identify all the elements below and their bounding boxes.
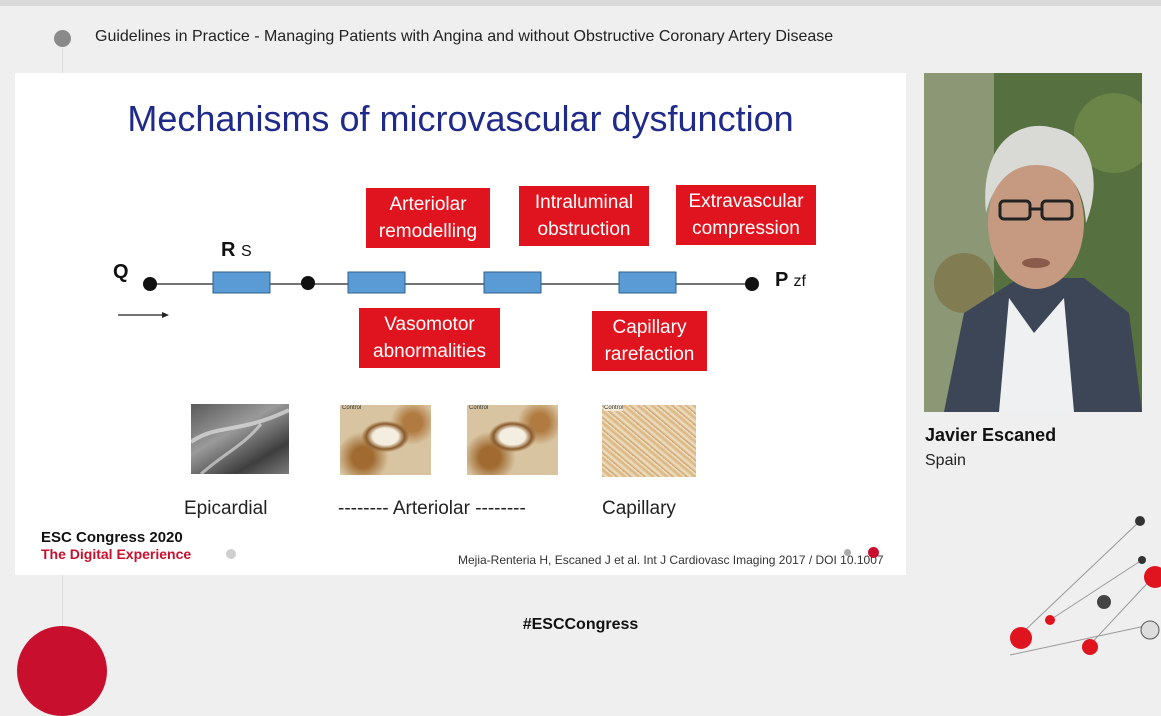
box-line: abnormalities [373, 341, 486, 362]
speaker-name: Javier Escaned [925, 425, 1057, 445]
resistance-label: R S [221, 239, 252, 262]
control-label: Control [469, 405, 489, 411]
pressure-symbol: P [775, 269, 788, 291]
flow-arrow-head [162, 312, 169, 318]
pressure-label: P zf [775, 269, 806, 292]
resistance-subscript: S [241, 243, 252, 260]
presentation-slide: Mechanisms of microvascular dysfunction … [15, 73, 906, 575]
arteriolar-histology-image-2: Control [467, 405, 558, 475]
node-middle [301, 276, 315, 290]
box-extravascular-compression: Extravascular compression [676, 185, 816, 245]
slide-dot-red [868, 547, 879, 558]
flow-label: Q [113, 261, 129, 283]
caption-arteriolar: -------- Arteriolar -------- [338, 498, 526, 519]
speaker-portrait [924, 73, 1142, 412]
box-arteriolar-remodelling: Arteriolar remodelling [366, 188, 490, 248]
resistance-symbol: R [221, 239, 236, 261]
slide-dot-grey [226, 549, 236, 559]
resistor-arteriolar [347, 271, 406, 294]
box-vasomotor-abnormalities: Vasomotor abnormalities [359, 308, 500, 368]
arteriolar-histology-image-1: Control [340, 405, 431, 475]
angiogram-image [191, 404, 289, 474]
logo-line-2: The Digital Experience [41, 546, 192, 562]
resistor-epicardial [212, 271, 271, 294]
speaker-video [924, 73, 1142, 412]
resistor-intraluminal [483, 271, 542, 294]
vascular-circuit-diagram [118, 271, 759, 318]
speaker-country: Spain [925, 452, 966, 469]
box-line: Intraluminal [534, 192, 634, 213]
decorative-network-graphic [1009, 516, 1161, 656]
box-line: Vasomotor [384, 314, 475, 335]
slide-dot-small [844, 549, 851, 556]
box-line: Capillary [612, 317, 687, 338]
hashtag: #ESCCongress [522, 616, 639, 633]
box-line: compression [692, 218, 800, 239]
caption-epicardial: Epicardial [184, 498, 268, 519]
box-line: remodelling [378, 221, 478, 242]
box-line: Extravascular [688, 191, 804, 212]
caption-capillary: Capillary [602, 498, 676, 519]
node-left [143, 277, 157, 291]
box-line: rarefaction [604, 344, 695, 365]
node-right [745, 277, 759, 291]
box-capillary-rarefaction: Capillary rarefaction [592, 311, 707, 371]
box-intraluminal-obstruction: Intraluminal obstruction [519, 186, 649, 246]
control-label: Control [342, 405, 362, 411]
top-bar [0, 0, 1161, 6]
slide-title: Mechanisms of microvascular dysfunction [127, 98, 794, 139]
pressure-subscript: zf [793, 273, 806, 290]
box-line: obstruction [537, 219, 631, 240]
citation: Mejia-Renteria H, Escaned J et al. Int J… [458, 553, 884, 567]
esc-congress-logo: ESC Congress 2020 The Digital Experience [41, 529, 192, 563]
capillary-histology-image: Control [602, 405, 696, 477]
control-label: Control [604, 405, 624, 411]
resistor-capillary [618, 271, 677, 294]
session-dot-icon [54, 30, 71, 47]
session-title: Guidelines in Practice - Managing Patien… [95, 28, 834, 45]
logo-line-1: ESC Congress 2020 [41, 529, 183, 546]
box-line: Arteriolar [389, 194, 467, 215]
decorative-red-circle [17, 626, 107, 716]
